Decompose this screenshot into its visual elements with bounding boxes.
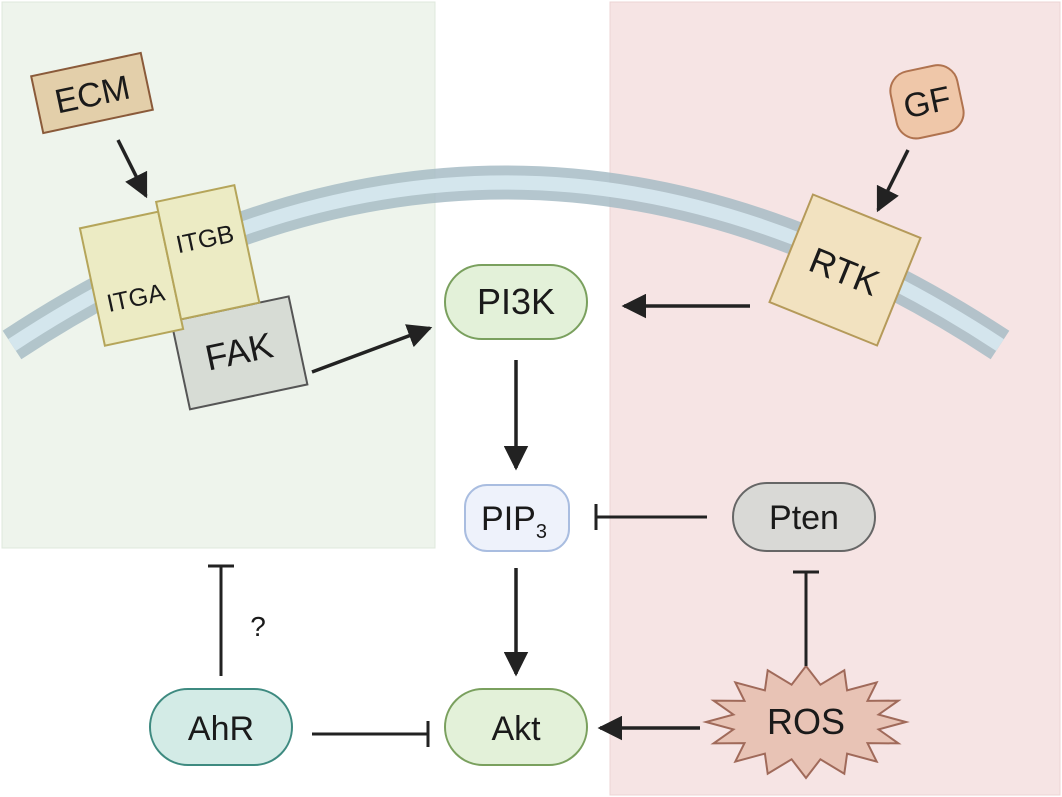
pten-node: Pten xyxy=(732,482,876,552)
itgb-node xyxy=(154,184,261,321)
inhibit-ahr-to-akt xyxy=(312,721,430,747)
rtk-region xyxy=(609,1,1061,796)
svg-text:PIP3: PIP3 xyxy=(481,500,547,543)
inhibit-ros-to-pten xyxy=(793,570,819,666)
arrow-gf-to-rtk xyxy=(876,149,910,213)
ahr-label: AhR xyxy=(188,710,254,748)
inhibit-pten-to-pip3 xyxy=(594,504,707,530)
akt-node: Akt xyxy=(444,688,588,766)
pten-label: Pten xyxy=(769,499,839,537)
ecm-node: ECM xyxy=(30,51,154,135)
pip3-label: PIP xyxy=(481,500,536,538)
pip3-node: PIP3 xyxy=(464,484,570,552)
gf-node: GF xyxy=(889,64,965,140)
rtk-node: RTK xyxy=(768,193,922,347)
ros-label: ROS xyxy=(767,701,845,742)
pi3k-label: PI3K xyxy=(477,281,555,322)
unknown-mark: ? xyxy=(250,611,266,642)
arrow-fak-to-pi3k xyxy=(311,324,433,374)
arrow-ecm-to-integrin xyxy=(116,139,148,199)
integrin-complex: FAK ITGA ITGB xyxy=(78,184,309,411)
akt-label: Akt xyxy=(491,710,541,748)
ahr-node: AhR xyxy=(149,688,293,766)
inhibit-ahr-to-integrin-region xyxy=(208,564,234,676)
pi3k-node: PI3K xyxy=(444,264,588,340)
pip3-subscript: 3 xyxy=(536,521,547,543)
ros-node: ROS xyxy=(702,664,910,780)
